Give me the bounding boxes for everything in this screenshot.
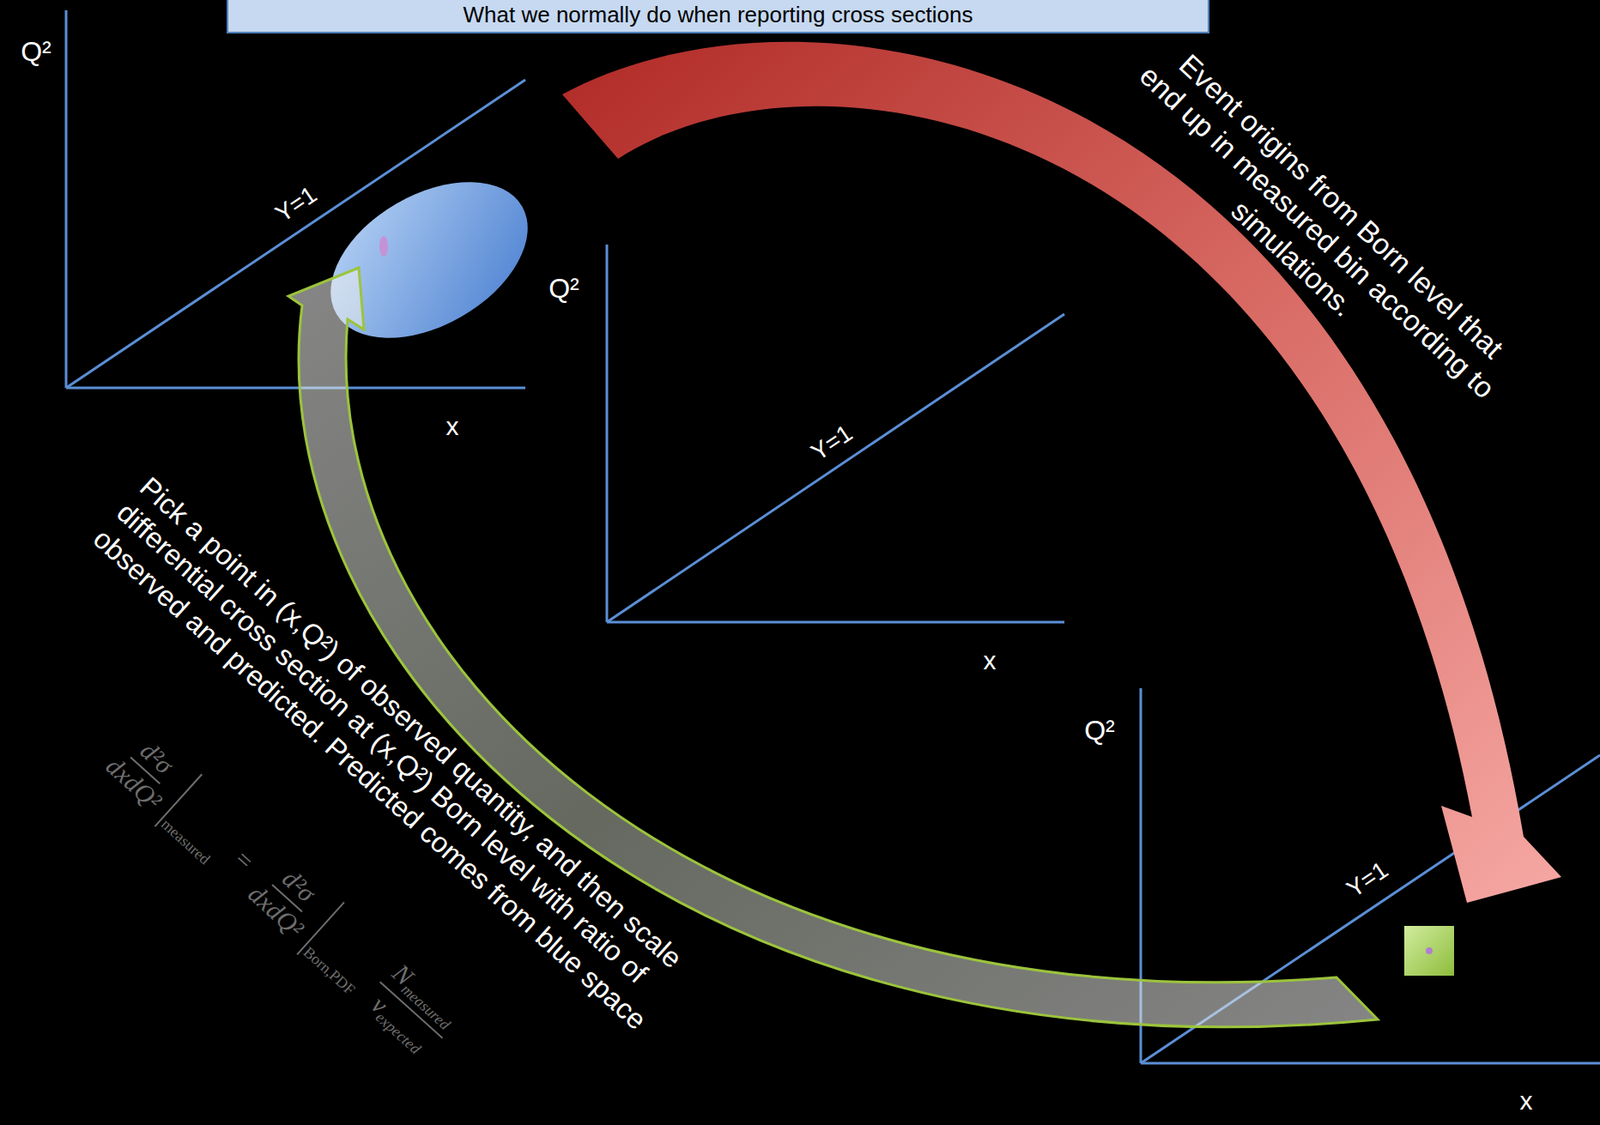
axis xyxy=(66,387,526,390)
subscript: measured xyxy=(397,981,454,1034)
measured-bin xyxy=(1404,926,1455,976)
subscript: Born,PDF xyxy=(300,943,359,999)
migration-arrow xyxy=(562,42,1562,904)
axis xyxy=(65,10,68,388)
measured-point xyxy=(1425,947,1433,955)
title-banner: What we normally do when reporting cross… xyxy=(226,0,1210,34)
axis-label: Q² xyxy=(1084,714,1116,747)
subscript: measured xyxy=(157,815,213,869)
born-point xyxy=(379,236,388,257)
equals-sign: = xyxy=(230,844,261,876)
fraction: Nmeasuredνexpected xyxy=(357,956,467,1065)
fraction: d²σdxdQ² xyxy=(240,851,335,946)
axis-label: x xyxy=(983,645,997,677)
axis-label: Q² xyxy=(548,272,580,305)
title: What we normally do when reporting cross… xyxy=(463,1,974,28)
axis xyxy=(606,621,1065,625)
evaluation-bar xyxy=(154,774,203,828)
plot-axes xyxy=(606,244,1065,623)
kinematic-limit xyxy=(606,314,1065,623)
line-label: Y=1 xyxy=(1341,855,1394,904)
unfolding-arrow xyxy=(288,267,1378,1028)
axis-label: x xyxy=(446,411,460,443)
fraction: d²σdxdQ² xyxy=(97,723,193,819)
equals: = xyxy=(229,844,260,877)
axis xyxy=(1140,1062,1600,1066)
subscript: measured xyxy=(397,981,454,1034)
evaluation-bar xyxy=(296,902,345,956)
axis-label: Q² xyxy=(20,35,52,68)
axis-label: x xyxy=(1520,1085,1534,1117)
subscript: expected xyxy=(372,1008,425,1058)
subscript: measured xyxy=(157,815,214,868)
subscript: Born,PDF xyxy=(299,943,359,1000)
axis xyxy=(606,244,609,623)
subscript: expected xyxy=(372,1008,425,1058)
